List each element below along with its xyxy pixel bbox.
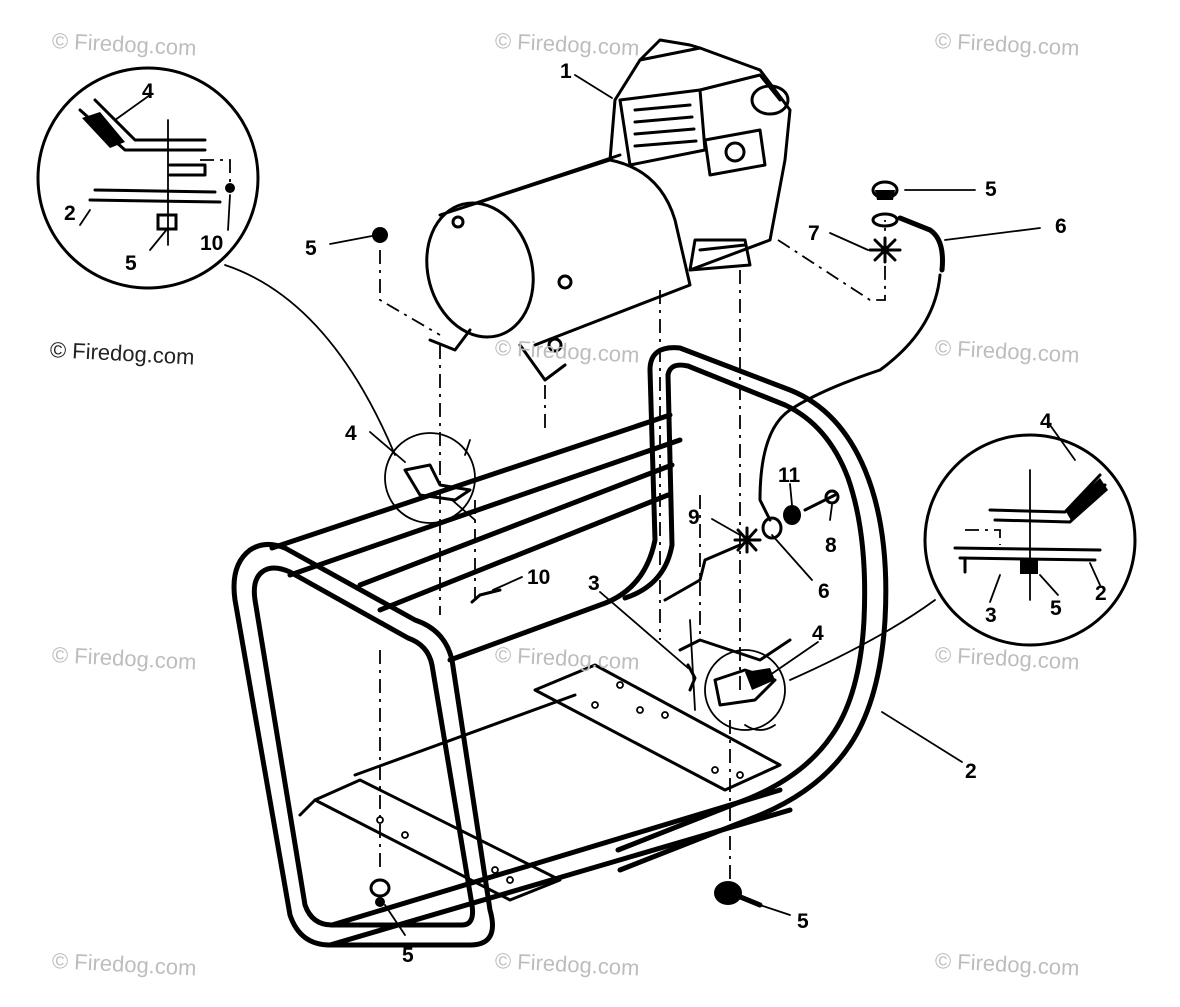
- inset-right: [923, 433, 1137, 647]
- callout-4-bracket-left: 4: [345, 422, 357, 445]
- leaders: [79, 74, 1101, 936]
- callout-5-bottom-left: 5: [402, 944, 414, 967]
- callout-3-inset-right: 3: [985, 604, 997, 627]
- callout-2-inset-right: 2: [1095, 582, 1107, 605]
- callouts: 1 5 7 6 5 4 2 10 5 4 10 9 11 8 6 3 4 2 4…: [64, 60, 1107, 967]
- callout-6-top: 6: [1055, 215, 1067, 238]
- callout-5-motor-left: 5: [305, 237, 317, 260]
- frame: [231, 345, 889, 948]
- callout-5-inset-left: 5: [125, 252, 137, 275]
- callout-2-main: 2: [965, 760, 977, 783]
- callout-4-inset-left: 4: [142, 80, 154, 103]
- callout-7: 7: [808, 222, 820, 245]
- engine-assembly: [425, 38, 792, 382]
- hardware: [369, 180, 945, 908]
- callout-6-mid: 6: [818, 580, 830, 603]
- callout-2-inset-left: 2: [64, 202, 76, 225]
- callout-11: 11: [778, 464, 801, 487]
- callout-9: 9: [688, 506, 700, 529]
- callout-1: 1: [560, 60, 572, 83]
- assembly-lines: [224, 220, 942, 880]
- callout-5-top-right: 5: [985, 178, 997, 201]
- callout-5-bottom-right: 5: [797, 910, 809, 933]
- callout-8: 8: [825, 534, 837, 557]
- callout-3-frame: 3: [588, 572, 600, 595]
- callout-10-frame: 10: [527, 566, 550, 589]
- callout-4-inset-right: 4: [1040, 410, 1052, 433]
- callout-5-inset-right: 5: [1050, 597, 1062, 620]
- callout-10-inset-left: 10: [200, 232, 223, 255]
- callout-4-bracket-right: 4: [812, 622, 824, 645]
